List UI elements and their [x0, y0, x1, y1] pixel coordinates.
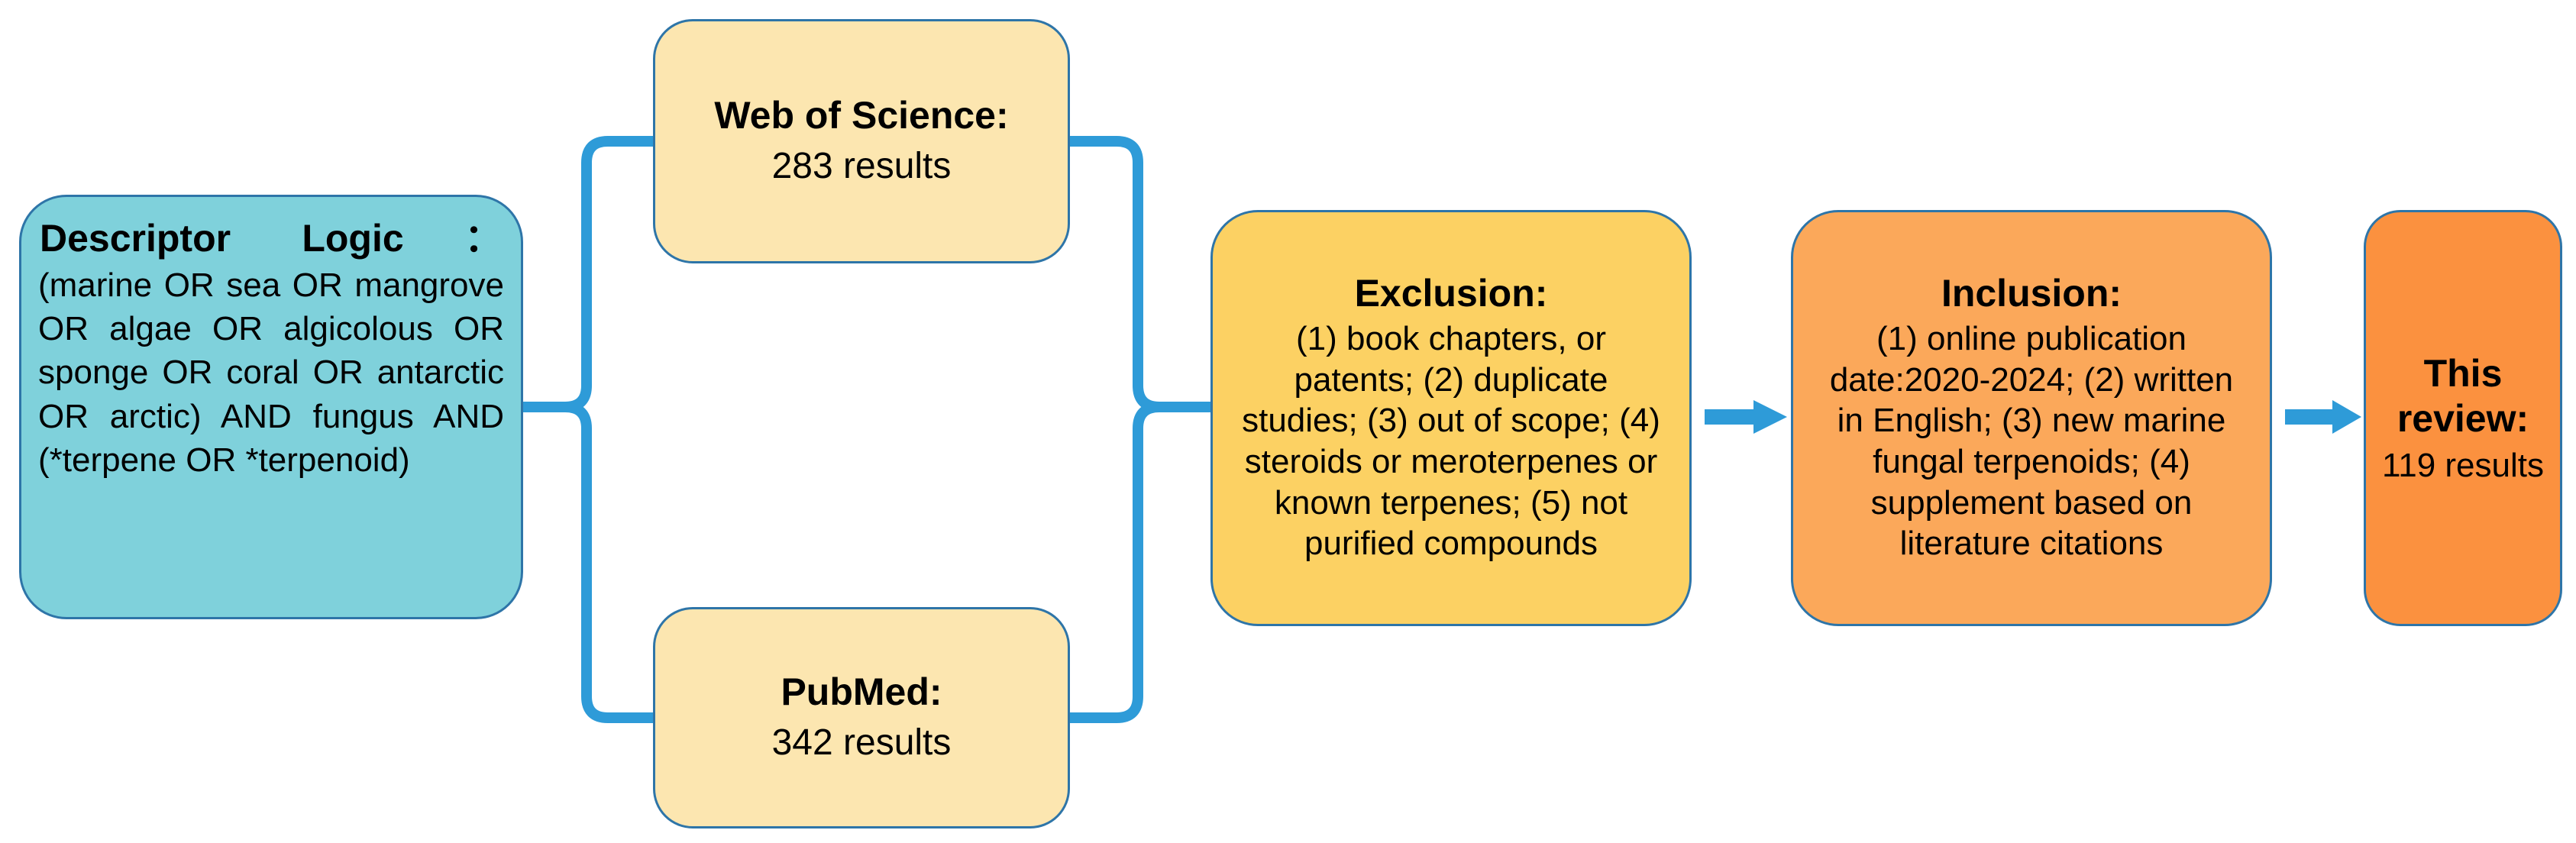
- descriptor-logic-query: (marine OR sea OR mangrove OR algae OR a…: [38, 266, 504, 479]
- node-inclusion: Inclusion: (1) online publication date:2…: [1791, 210, 2272, 626]
- exclusion-title: Exclusion:: [1354, 271, 1548, 315]
- this-review-title: This review:: [2397, 351, 2529, 440]
- web-of-science-results: 283 results: [771, 146, 952, 187]
- node-descriptor-logic: Descriptor Logic： (marine OR sea OR mang…: [19, 195, 523, 619]
- node-exclusion: Exclusion: (1) book chapters, or patents…: [1210, 210, 1692, 626]
- node-pubmed: PubMed: 342 results: [653, 607, 1070, 828]
- pubmed-results: 342 results: [771, 722, 952, 764]
- inclusion-criteria: (1) online publication date:2020-2024; (…: [1829, 319, 2234, 563]
- exclusion-criteria: (1) book chapters, or patents; (2) dupli…: [1242, 319, 1660, 563]
- arrow-exclusion-to-inclusion-icon: [1705, 400, 1787, 434]
- arrow-inclusion-to-review-icon: [2285, 400, 2361, 434]
- descriptor-logic-title: Descriptor Logic：: [40, 217, 503, 260]
- merge-bracket-icon: [1062, 136, 1216, 723]
- inclusion-title: Inclusion:: [1941, 271, 2122, 315]
- node-web-of-science: Web of Science: 283 results: [653, 19, 1070, 263]
- pubmed-title: PubMed:: [781, 670, 942, 714]
- web-of-science-title: Web of Science:: [714, 94, 1009, 137]
- split-bracket-icon: [518, 136, 661, 723]
- node-this-review: This review: 119 results: [2364, 210, 2562, 626]
- this-review-results: 119 results: [2382, 446, 2544, 484]
